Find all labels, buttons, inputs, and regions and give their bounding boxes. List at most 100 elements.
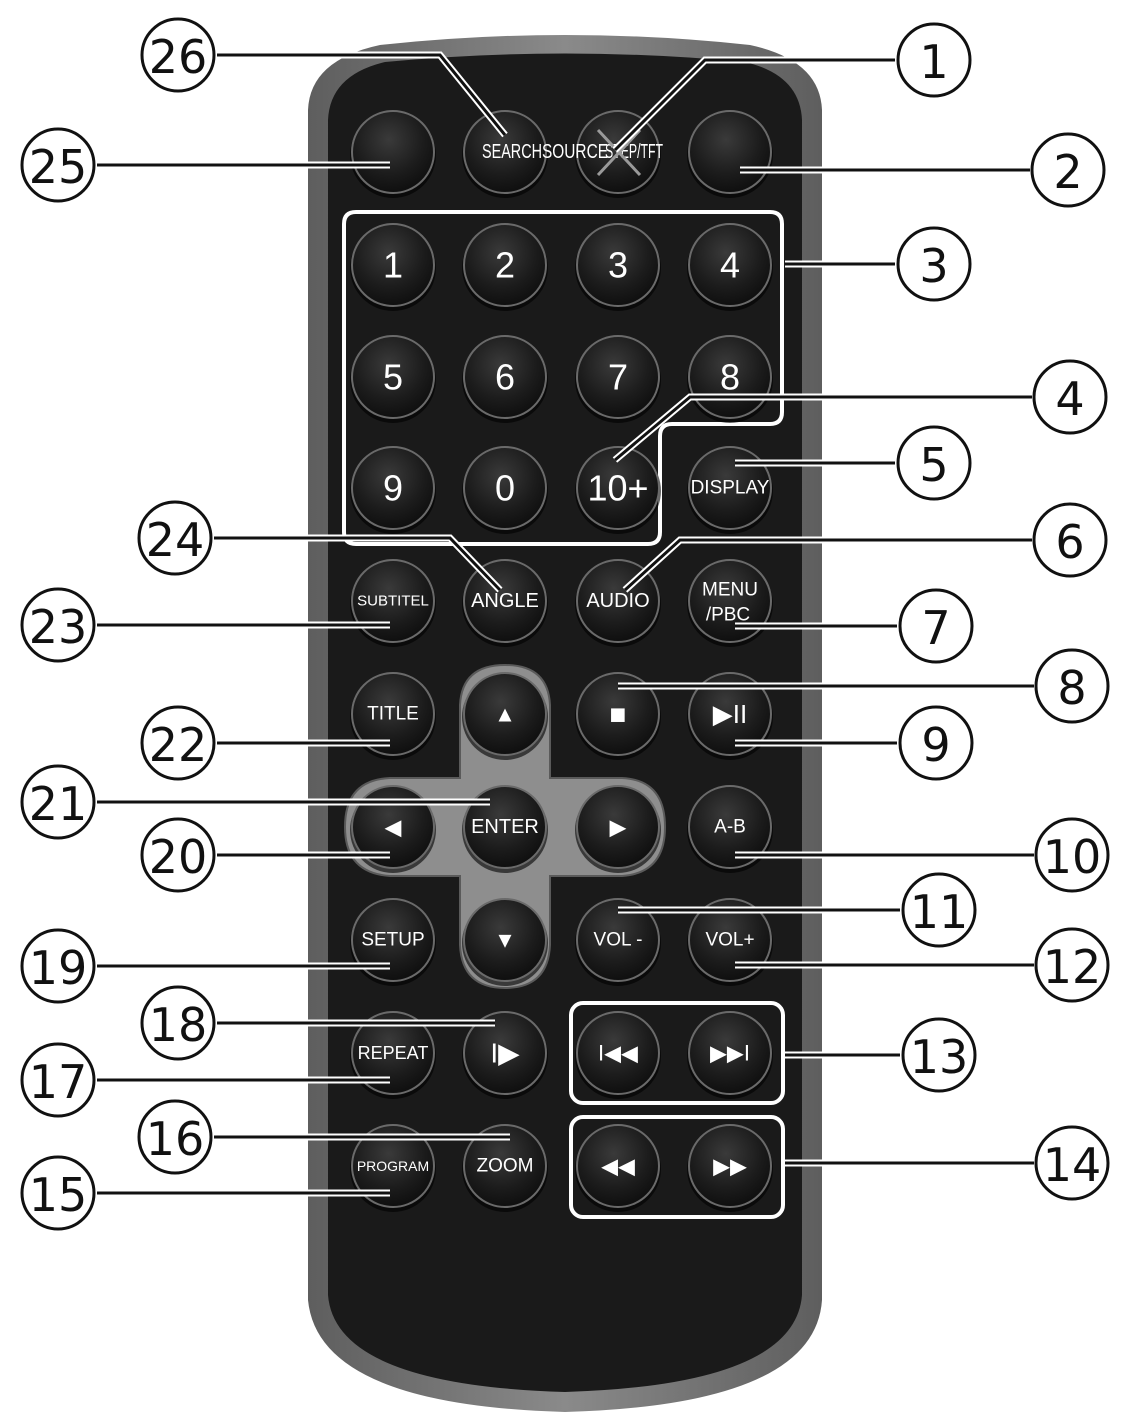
callout-number-14: 14 — [1043, 1138, 1102, 1192]
dpad-right-button[interactable]: ▶ — [575, 785, 661, 873]
search-label: SEARCH — [482, 141, 542, 163]
slow-play-button[interactable]: I▶ — [462, 1011, 548, 1099]
title-button[interactable]: TITLE — [350, 672, 436, 760]
number-8-button[interactable]: 8 — [687, 335, 773, 423]
number-9-button-label: 9 — [383, 468, 403, 509]
play-pause-button[interactable]: ▶II — [687, 672, 773, 760]
number-4-button-cap — [688, 223, 772, 307]
callout-10: 10 — [1034, 817, 1110, 893]
volume-down-button[interactable]: VOL - — [575, 898, 661, 986]
number-0-button[interactable]: 0 — [462, 446, 548, 534]
mute-icon — [596, 128, 642, 177]
callout-24: 24 — [137, 500, 213, 576]
callout-number-4: 4 — [1055, 372, 1084, 426]
fast-forward-button[interactable]: ▶▶ — [687, 1124, 773, 1212]
zoom-button[interactable]: ZOOM — [462, 1124, 548, 1212]
arrow-down-icon: ▼ — [494, 928, 516, 953]
callout-13: 13 — [901, 1017, 977, 1093]
pbc-label: /PBC — [706, 605, 750, 626]
setup-button[interactable]: SETUP — [350, 898, 436, 986]
arrow-up-icon: ▲ — [494, 702, 516, 727]
callout-line-24 — [214, 536, 502, 592]
blank-button-left[interactable] — [350, 110, 436, 198]
dpad-down-button[interactable]: ▼ — [462, 898, 548, 986]
callout-number-16: 16 — [146, 1112, 205, 1166]
rewind-button-cap — [576, 1124, 660, 1208]
source-label: SOURCE — [542, 141, 608, 163]
number-3-button[interactable]: 3 — [575, 223, 661, 311]
callout-circle-15 — [20, 1155, 96, 1231]
callout-21: 21 — [20, 764, 96, 840]
number-2-button[interactable]: 2 — [462, 223, 548, 311]
callout-number-20: 20 — [149, 830, 208, 884]
skip-group-outline — [569, 1001, 785, 1105]
skip-next-icon: ▶▶I — [710, 1041, 750, 1066]
callout-number-23: 23 — [29, 600, 88, 654]
menu-label: MENU — [702, 580, 758, 601]
skip-previous-icon: I◀◀ — [598, 1041, 638, 1066]
number-5-button[interactable]: 5 — [350, 335, 436, 423]
number-8-button-label: 8 — [720, 357, 740, 398]
number-4-button[interactable]: 4 — [687, 223, 773, 311]
callout-number-5: 5 — [919, 438, 948, 492]
callout-2: 2 — [1030, 132, 1106, 208]
callout-circle-12 — [1034, 927, 1110, 1003]
search-button[interactable] — [462, 110, 548, 198]
callout-20: 20 — [140, 817, 216, 893]
callout-12: 12 — [1034, 927, 1110, 1003]
number-10-plus-button-cap — [576, 446, 660, 530]
arrow-left-icon: ◀ — [385, 815, 402, 840]
number-0-button-label: 0 — [495, 468, 515, 509]
title-button-cap — [351, 672, 435, 756]
number-1-button[interactable]: 1 — [350, 223, 436, 311]
callout-number-18: 18 — [149, 998, 208, 1052]
volume-up-button-cap — [688, 898, 772, 982]
number-2-button-label: 2 — [495, 245, 515, 286]
dpad-up-button[interactable]: ▲ — [462, 672, 548, 760]
program-button-cap — [351, 1124, 435, 1208]
callout-number-17: 17 — [29, 1055, 88, 1109]
callout-circle-23 — [20, 587, 96, 663]
skip-previous-button[interactable]: I◀◀ — [575, 1011, 661, 1099]
callout-circle-14 — [1034, 1125, 1110, 1201]
program-button-label: PROGRAM — [357, 1158, 429, 1174]
callout-number-2: 2 — [1053, 145, 1082, 199]
number-7-button[interactable]: 7 — [575, 335, 661, 423]
blank-button-right[interactable] — [687, 110, 773, 198]
setup-button-cap — [351, 898, 435, 982]
a-b-repeat-button[interactable]: A-B — [687, 785, 773, 873]
dpad-up-button-cap — [463, 672, 547, 756]
rewind-button[interactable]: ◀◀ — [575, 1124, 661, 1212]
setup-button-label: SETUP — [361, 930, 424, 951]
number-10-plus-button-label: 10+ — [587, 468, 648, 509]
callout-circle-10 — [1034, 817, 1110, 893]
slow-play-icon: I▶ — [490, 1038, 520, 1069]
number-9-button-cap — [351, 446, 435, 530]
callout-number-24: 24 — [146, 513, 205, 567]
dpad-left-button[interactable]: ◀ — [350, 785, 436, 873]
repeat-button-label: REPEAT — [358, 1043, 429, 1063]
callout-number-1: 1 — [919, 35, 948, 89]
display-button[interactable]: DISPLAY — [687, 446, 773, 534]
skip-next-button[interactable]: ▶▶I — [687, 1011, 773, 1099]
angle-button[interactable]: ANGLE — [462, 559, 548, 647]
number-6-button[interactable]: 6 — [462, 335, 548, 423]
callout-circle-8 — [1034, 648, 1110, 724]
number-9-button[interactable]: 9 — [350, 446, 436, 534]
stop-button[interactable]: ■ — [575, 672, 661, 760]
callout-number-8: 8 — [1057, 661, 1086, 715]
display-button-cap — [688, 446, 772, 530]
number-2-button-cap — [463, 223, 547, 307]
callout-circle-3 — [896, 226, 972, 302]
enter-button[interactable]: ENTER — [462, 785, 548, 873]
volume-up-button-label: VOL+ — [705, 930, 754, 951]
callout-4: 4 — [1032, 359, 1108, 435]
callout-18: 18 — [140, 985, 216, 1061]
number-5-button-cap — [351, 335, 435, 419]
display-button-label: DISPLAY — [691, 478, 770, 499]
number-10-plus-button[interactable]: 10+ — [575, 446, 661, 534]
menu-pbc-button[interactable]: MENU/PBC — [687, 559, 773, 647]
callout-circle-11 — [901, 872, 977, 948]
subtitle-button[interactable]: SUBTITEL — [350, 559, 436, 647]
a-b-repeat-button-cap — [688, 785, 772, 869]
